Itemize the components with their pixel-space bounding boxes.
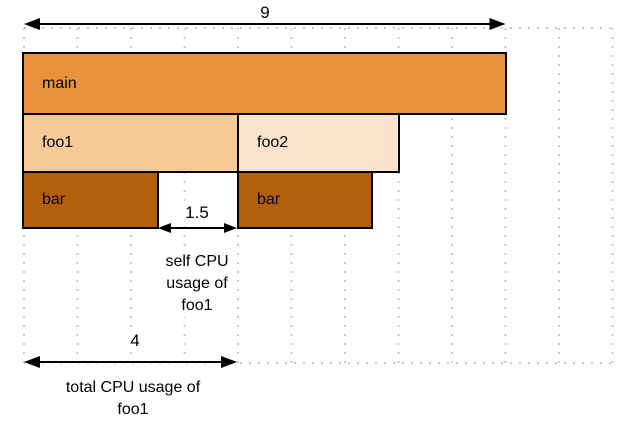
self-usage-caption-line3: foo1 [181, 297, 213, 314]
frame-foo2: foo2 [237, 113, 400, 173]
frame-bar-right: bar [237, 171, 373, 229]
frame-bar-right-label: bar [257, 191, 281, 208]
frame-foo1-label: foo1 [42, 134, 74, 151]
frame-foo1: foo1 [22, 113, 239, 173]
total-usage-caption-line1: total CPU usage of [65, 379, 201, 396]
frame-bar-left-label: bar [42, 191, 66, 208]
frame-main-label: main [42, 74, 77, 92]
total-usage-caption-line2: foo1 [117, 401, 149, 418]
frame-main: main [22, 52, 507, 115]
self-measure-value: 1.5 [172, 203, 222, 223]
total-measure-arrow [24, 356, 237, 368]
self-usage-caption: self CPU usage of foo1 [157, 251, 237, 317]
self-usage-caption-line1: self CPU [165, 253, 229, 270]
total-usage-caption: total CPU usage of foo1 [51, 377, 215, 421]
top-measure-value: 9 [245, 3, 285, 23]
frame-bar-left: bar [22, 171, 159, 229]
self-measure-arrow [158, 223, 237, 233]
self-usage-caption-line2: usage of [166, 275, 228, 292]
frame-foo2-label: foo2 [257, 134, 289, 151]
total-measure-value: 4 [115, 331, 155, 351]
